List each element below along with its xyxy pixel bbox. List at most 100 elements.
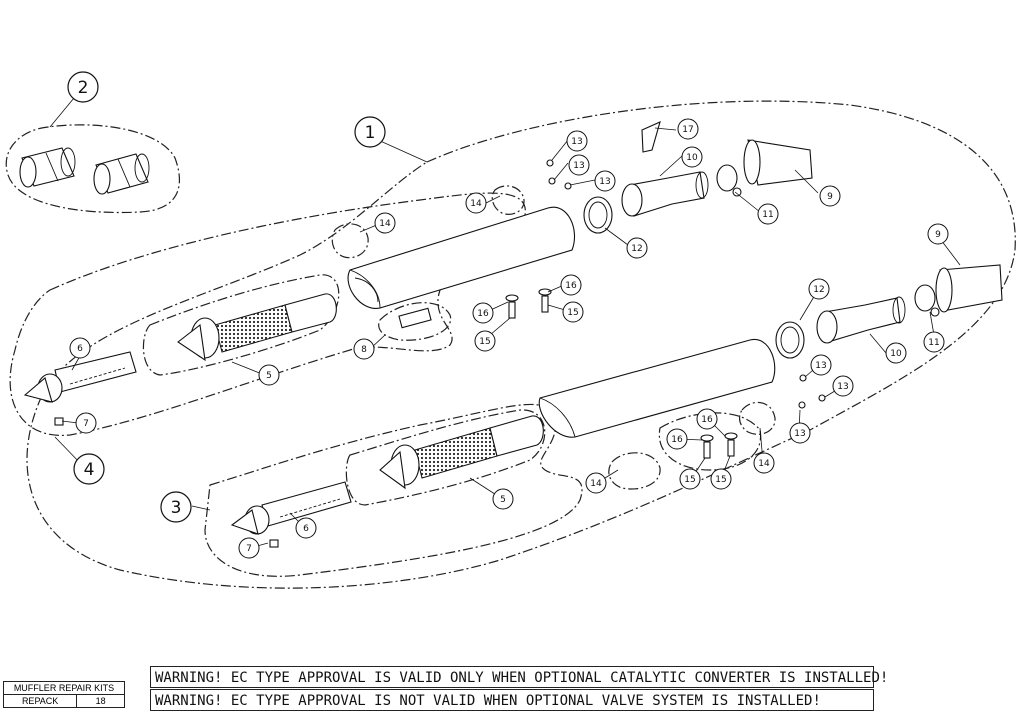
repair-kits-table: MUFFLER REPAIR KITS REPACK 18 [2, 681, 125, 708]
table-row: REPACK 18 [2, 694, 125, 708]
svg-text:16: 16 [477, 309, 489, 319]
upper-muffler-body [347, 206, 576, 309]
svg-text:5: 5 [266, 371, 272, 381]
bracket-subgroup-14d [738, 401, 776, 435]
svg-text:11: 11 [762, 210, 773, 220]
svg-text:15: 15 [684, 475, 695, 485]
lower-link-pipe-10 [816, 296, 906, 344]
hardware-bolts [54, 159, 826, 548]
svg-text:8: 8 [361, 345, 367, 355]
part-callout-15: 15 [679, 468, 701, 490]
svg-text:6: 6 [303, 524, 309, 534]
lower-spring-clamp-11 [914, 284, 940, 317]
lower-end-cap-9 [935, 264, 1003, 313]
warning-catalytic-converter: WARNING! EC TYPE APPROVAL IS VALID ONLY … [150, 666, 888, 688]
svg-text:11: 11 [928, 338, 939, 348]
group-1-boundary [26, 100, 1016, 589]
part-callout-14: 14 [374, 212, 396, 234]
group-3-boundary [204, 403, 583, 577]
svg-text:17: 17 [682, 125, 693, 135]
muffler-subgroup-a [142, 274, 340, 376]
connector-sleeves [19, 147, 150, 195]
upper-spring-clamp-11 [716, 164, 742, 197]
upper-end-pipe [23, 351, 137, 403]
svg-text:13: 13 [815, 361, 826, 371]
svg-text:7: 7 [83, 419, 89, 429]
part-callout-13: 13 [789, 422, 811, 444]
svg-text:15: 15 [479, 337, 490, 347]
part-callout-7: 7 [75, 412, 97, 434]
part-callout-14: 14 [585, 472, 607, 494]
part-callout-13: 13 [832, 375, 854, 397]
lower-muffler-body [538, 339, 776, 438]
part-callout-10: 10 [681, 146, 703, 168]
part-callout-16: 16 [696, 408, 718, 430]
svg-text:1: 1 [365, 123, 376, 143]
svg-text:4: 4 [84, 460, 95, 480]
svg-text:14: 14 [590, 479, 602, 489]
callout-4: 4 [73, 453, 105, 485]
svg-text:13: 13 [599, 177, 610, 187]
upper-end-cap-9 [743, 139, 813, 186]
svg-text:14: 14 [758, 459, 770, 469]
bracket-subgroup-14a [331, 223, 369, 259]
part-callout-15: 15 [710, 468, 732, 490]
lower-baffle-mesh [379, 415, 544, 490]
svg-text:13: 13 [571, 137, 582, 147]
warning-valve-system: WARNING! EC TYPE APPROVAL IS NOT VALID W… [150, 689, 874, 711]
svg-text:14: 14 [379, 219, 391, 229]
svg-text:2: 2 [78, 78, 89, 98]
part-callout-8: 8 [353, 338, 375, 360]
svg-text:13: 13 [837, 382, 848, 392]
part-callout-16: 16 [472, 302, 494, 324]
group-4-boundary [9, 192, 526, 436]
svg-text:16: 16 [671, 435, 683, 445]
part-callout-15: 15 [562, 301, 584, 323]
hardware-subgroup-16 [658, 412, 762, 471]
svg-text:12: 12 [813, 285, 824, 295]
kit-name: REPACK [2, 694, 78, 708]
part-callout-13: 13 [810, 354, 832, 376]
part-callout-6: 6 [69, 337, 91, 359]
upper-baffle-mesh [177, 293, 337, 362]
svg-text:10: 10 [890, 349, 902, 359]
part-callout-9: 9 [927, 223, 949, 245]
svg-text:14: 14 [470, 199, 482, 209]
bracket-17 [641, 121, 661, 153]
part-callout-9: 9 [819, 185, 841, 207]
svg-text:13: 13 [794, 429, 805, 439]
svg-text:5: 5 [500, 495, 506, 505]
part-callout-12: 12 [808, 278, 830, 300]
part-callout-11: 11 [757, 203, 779, 225]
part-callout-11: 11 [923, 331, 945, 353]
part-callout-6: 6 [295, 517, 317, 539]
upper-clamp-ring-12 [583, 196, 613, 234]
repair-kits-header: MUFFLER REPAIR KITS [3, 681, 125, 695]
part-callout-13: 13 [568, 154, 590, 176]
part-callout-17: 17 [677, 118, 699, 140]
svg-text:10: 10 [686, 153, 698, 163]
part-callout-16: 16 [666, 428, 688, 450]
part-callout-5: 5 [258, 364, 280, 386]
callout-1: 1 [354, 116, 386, 148]
part-callout-13: 13 [594, 170, 616, 192]
bracket-subgroup-8 [378, 302, 452, 341]
part-callout-15: 15 [474, 330, 496, 352]
lower-end-pipe [230, 481, 352, 535]
lower-clamp-ring-12 [775, 321, 805, 359]
muffler-subgroup-b [345, 409, 546, 506]
svg-text:7: 7 [246, 544, 252, 554]
callout-2: 2 [67, 71, 99, 103]
upper-link-pipe-10 [621, 171, 709, 217]
part-callout-5: 5 [492, 488, 514, 510]
svg-text:15: 15 [567, 308, 578, 318]
part-callout-12: 12 [626, 237, 648, 259]
svg-text:16: 16 [701, 415, 713, 425]
svg-text:15: 15 [715, 475, 726, 485]
bracket-subgroup-14b [491, 185, 525, 215]
svg-text:16: 16 [565, 281, 577, 291]
kit-value: 18 [76, 694, 125, 708]
part-callout-10: 10 [885, 342, 907, 364]
group-2-boundary [5, 124, 181, 214]
